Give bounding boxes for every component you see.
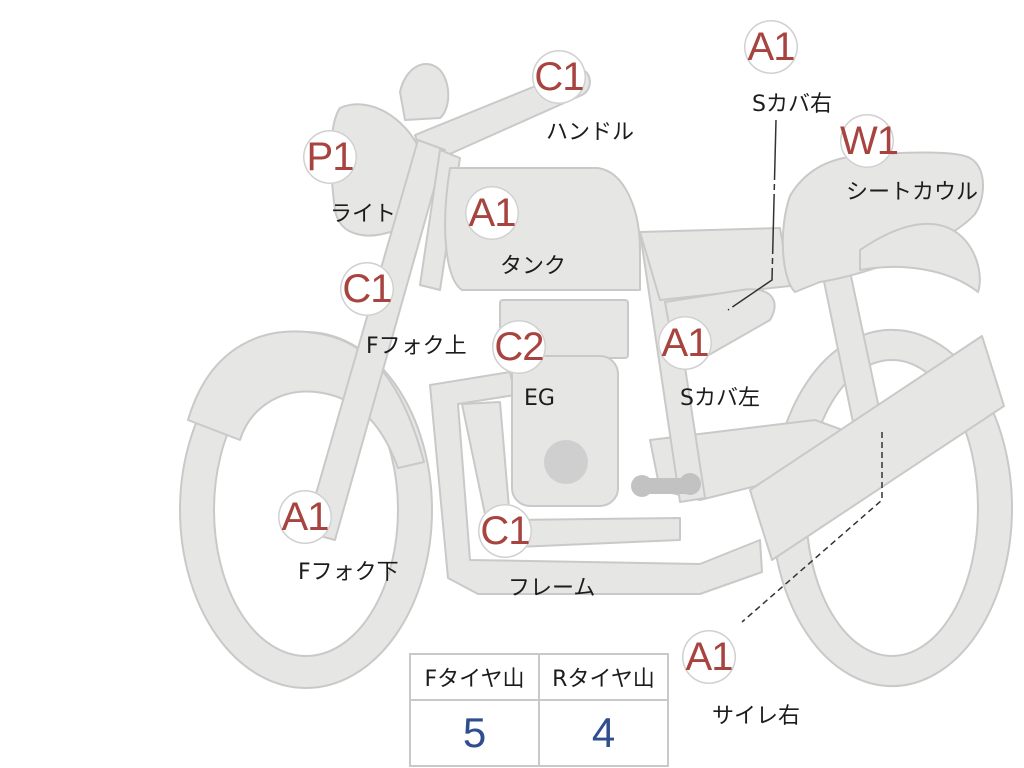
engine-block: [511, 355, 619, 507]
side-cover-right: [639, 227, 791, 301]
engine-case-cover: [544, 440, 588, 484]
muffler: [749, 335, 1005, 561]
footpeg-knob-left: [631, 475, 653, 497]
marker-headlight: P1: [303, 130, 357, 184]
table-row: 5 4: [409, 699, 669, 767]
table-header-row: Fタイヤ山 Rタイヤ山: [409, 653, 669, 701]
label-fork-upper: Fフォク上: [366, 334, 467, 359]
header-rear-tire: Rタイヤ山: [538, 653, 669, 701]
marker-fork-upper: C1: [340, 262, 394, 316]
leader-line-s-cover-right: [727, 119, 777, 311]
footpeg-knob-right: [679, 473, 701, 495]
tire-tread-table: Fタイヤ山 Rタイヤ山 5 4: [409, 653, 669, 767]
marker-tank: A1: [465, 186, 519, 240]
tail-fender: [859, 223, 981, 293]
label-side-cover-left: Sカバ左: [680, 386, 760, 411]
header-front-tire: Fタイヤ山: [409, 653, 540, 701]
label-frame: フレーム: [508, 576, 596, 601]
label-headlight: ライト: [330, 202, 397, 227]
marker-side-cover-left: A1: [658, 316, 712, 370]
marker-silencer-right: A1: [682, 630, 736, 684]
marker-side-cover-right: A1: [744, 20, 798, 74]
label-silencer-right: サイレ右: [712, 704, 801, 729]
marker-frame: C1: [478, 504, 532, 558]
marker-handlebar: C1: [532, 50, 586, 104]
value-front-tire: 5: [409, 699, 540, 767]
label-tank: タンク: [500, 254, 567, 279]
marker-seat-cowl: W1: [840, 114, 899, 168]
label-handlebar: ハンドル: [546, 120, 635, 145]
label-engine: EG: [524, 386, 555, 411]
label-side-cover-right: Sカバ右: [752, 92, 832, 117]
marker-fork-lower: A1: [278, 490, 332, 544]
label-seat-cowl: シートカウル: [846, 180, 979, 205]
label-fork-lower: Fフォク下: [298, 560, 399, 585]
leader-line-silencer-right: [741, 432, 883, 623]
fork-left: [304, 139, 446, 541]
value-rear-tire: 4: [538, 699, 669, 767]
marker-engine: C2: [492, 320, 546, 374]
windscreen: [399, 63, 450, 121]
